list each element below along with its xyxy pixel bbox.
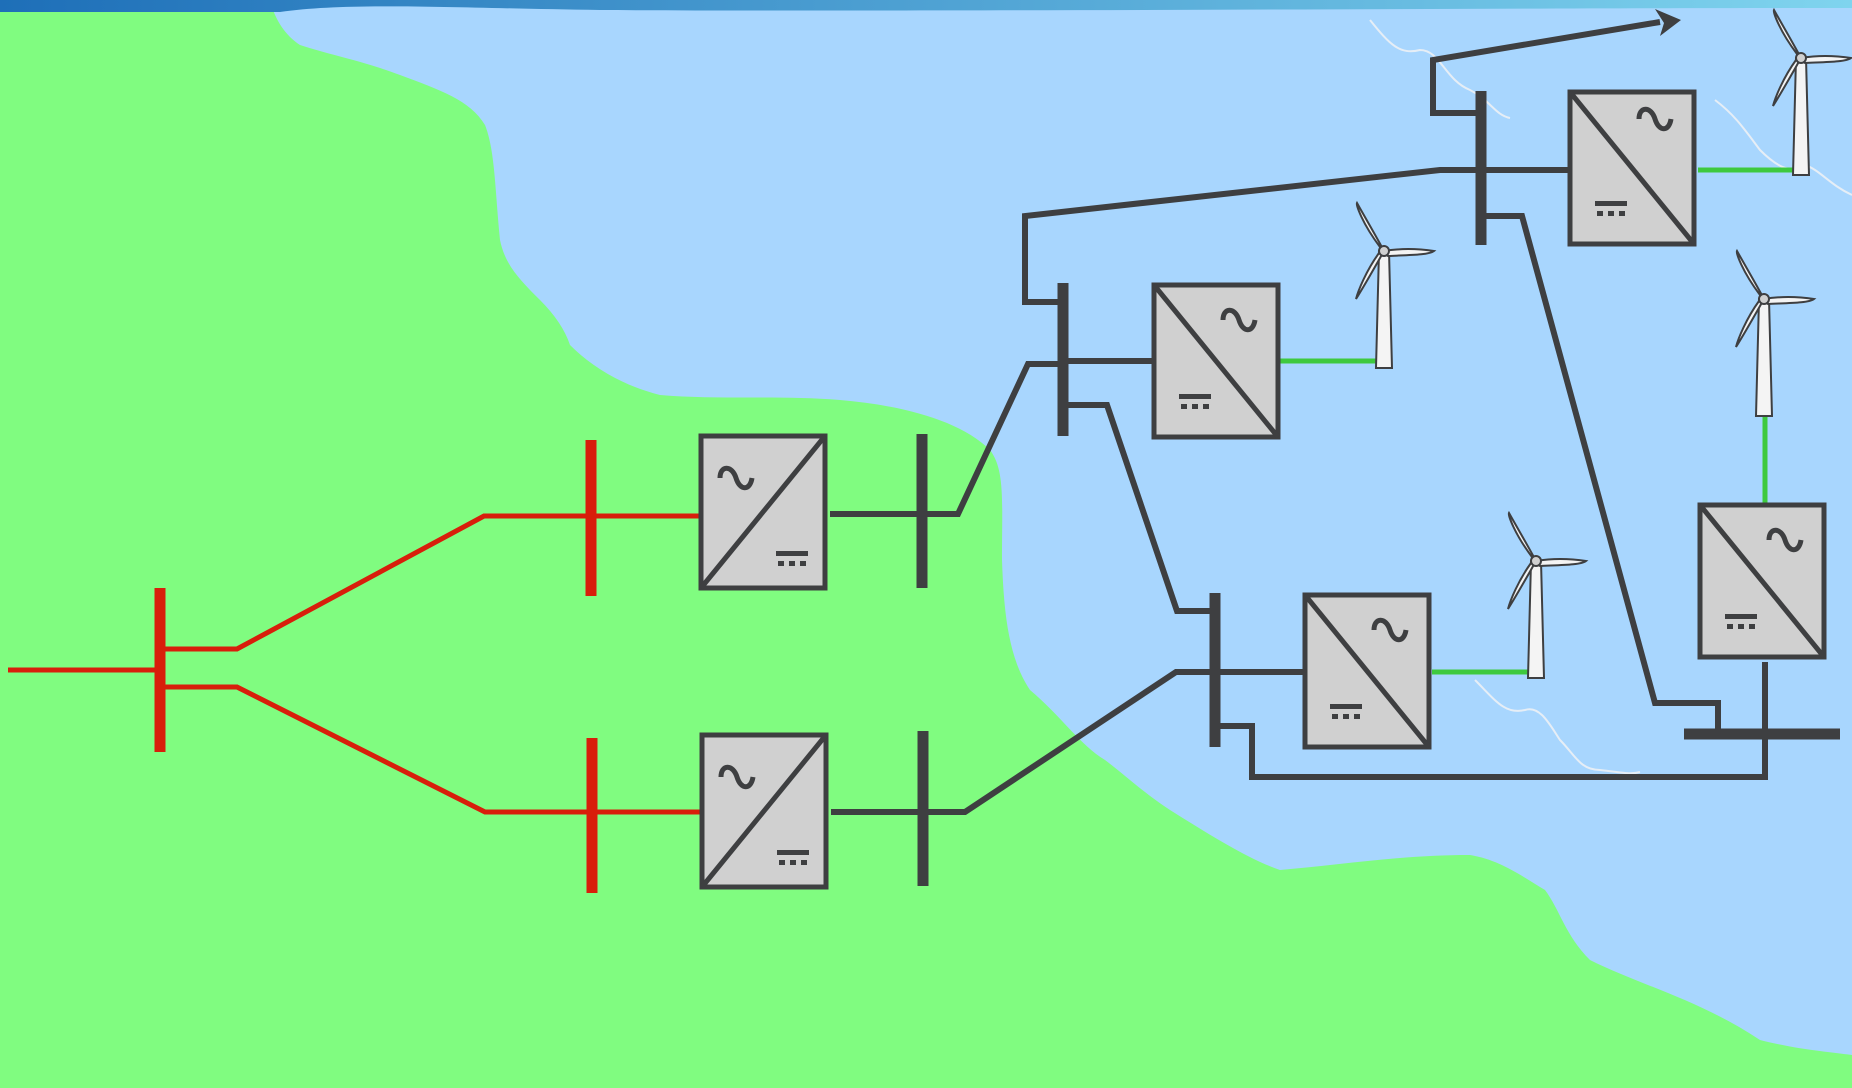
sine-wave-icon [1220, 307, 1258, 333]
sine-wave-icon [1766, 527, 1804, 553]
wind-turbine-icon [1735, 248, 1817, 417]
title-bar-strip [0, 0, 1852, 12]
dc-symbol-icon [1595, 201, 1627, 216]
wind-turbine-icon [1507, 510, 1589, 679]
dc-line-onshore-lower [831, 669, 1215, 815]
dc-line-onshore-upper [830, 361, 1062, 517]
dc-symbol-icon [777, 850, 809, 865]
dc-line-platform1-up [1430, 19, 1661, 116]
dc-line-platform1-down [1480, 213, 1721, 734]
sine-wave-icon [1636, 106, 1674, 132]
wind-turbine-icon [1355, 200, 1437, 369]
converter-platform4 [1700, 505, 1824, 657]
wind-turbine-icon [1772, 7, 1852, 176]
sine-wave-icon [717, 465, 755, 491]
dc-line-platform2-down [1062, 402, 1215, 614]
arrowhead-icon [1655, 9, 1681, 36]
converter-platform2 [1154, 285, 1278, 437]
converter-platform1 [1570, 92, 1694, 244]
dc-line-platform3-loop [1215, 723, 1768, 780]
dc-line-platform2-up [1022, 167, 1480, 305]
sine-wave-icon [718, 764, 756, 790]
converter-onshore-upper [701, 436, 825, 588]
dc-symbol-icon [776, 551, 808, 566]
converter-onshore-lower [702, 735, 826, 887]
converter-platform3 [1305, 595, 1429, 747]
dc-network [830, 19, 1768, 815]
dc-symbol-icon [1179, 394, 1211, 409]
sine-wave-icon [1371, 617, 1409, 643]
dc-symbol-icon [1725, 614, 1757, 629]
dc-symbol-icon [1330, 704, 1362, 719]
sea-waves [1369, 19, 1852, 775]
